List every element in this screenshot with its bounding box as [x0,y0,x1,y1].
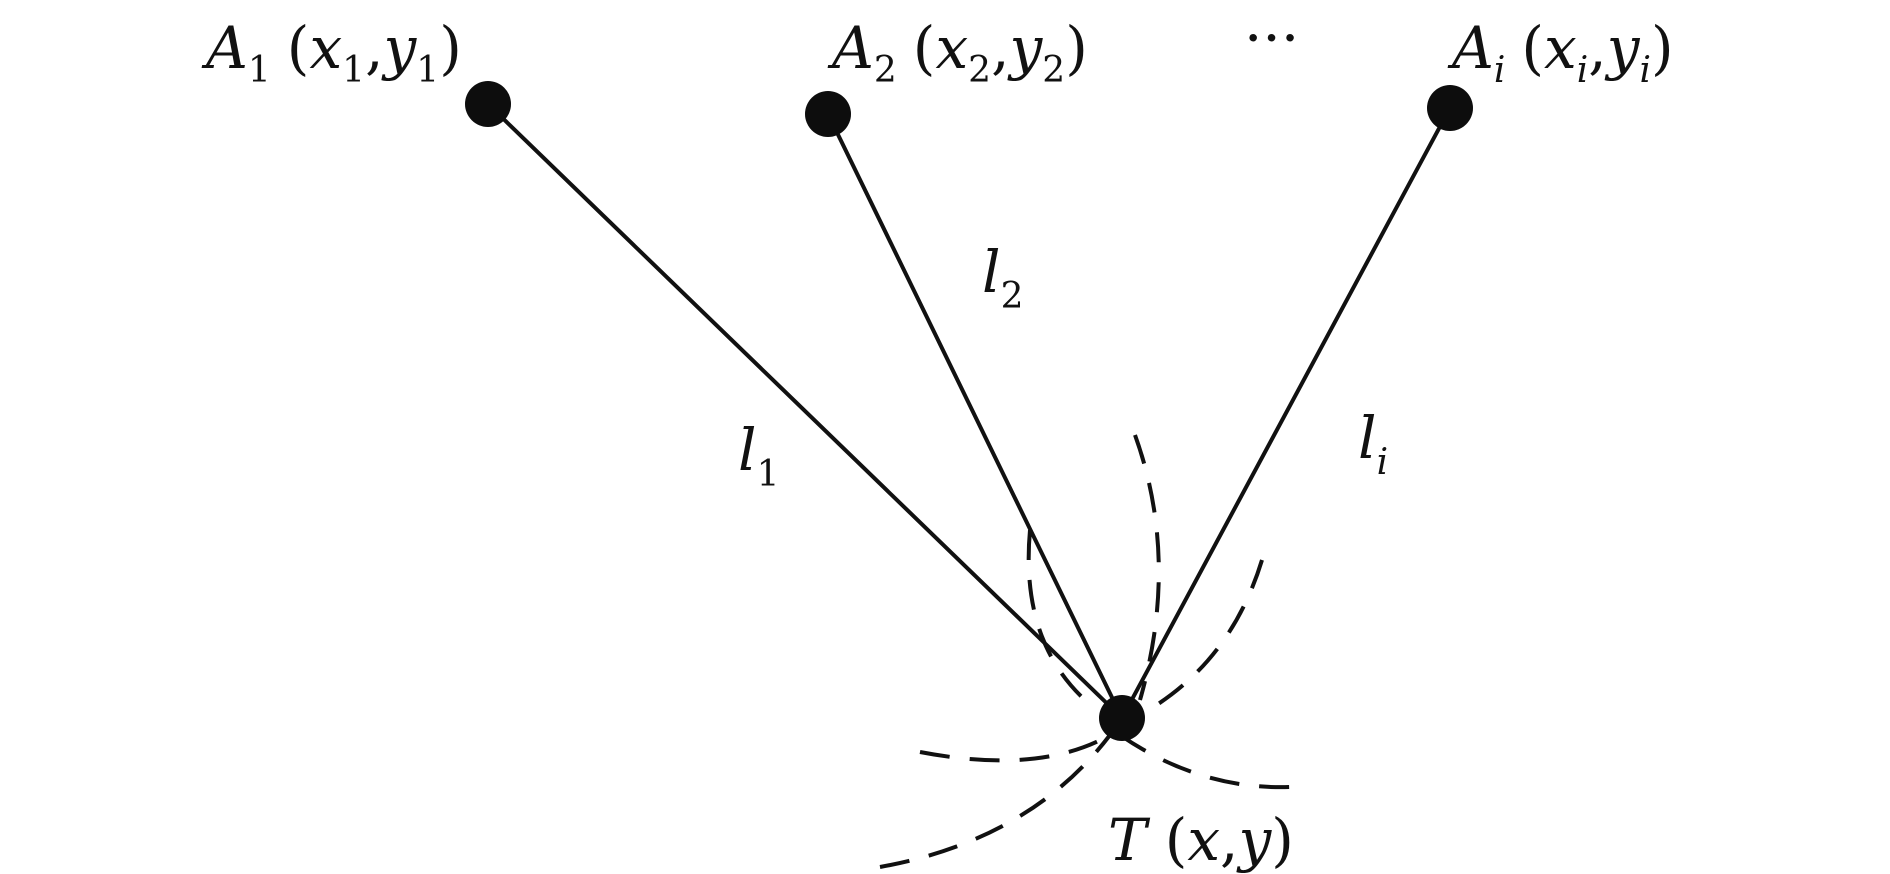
dashed-arc-upper-left [1026,529,1087,702]
label-a2: A2(x2,y2) [827,14,1088,91]
node-a1 [465,81,511,127]
label-a1: A1(x1,y1) [201,14,462,91]
ellipsis-label: ··· [1244,4,1299,72]
line-l1 [486,102,1124,720]
node-a2 [805,91,851,137]
label-l1: l1 [738,416,779,495]
node-ai [1427,85,1473,131]
label-t: T(x,y) [1108,806,1294,874]
label-li: li [1358,404,1388,483]
dashed-arc-right [1139,559,1264,717]
label-l2: l2 [982,238,1023,317]
node-t [1099,695,1145,741]
line-li [1120,106,1452,720]
label-ai: Ai(xi,yi) [1447,14,1674,91]
dashed-arc-lower-right [1118,733,1291,790]
dashed-arc-bottom [879,733,1112,869]
line-l2 [826,112,1124,720]
dashed-arc-lower-left [919,733,1111,763]
